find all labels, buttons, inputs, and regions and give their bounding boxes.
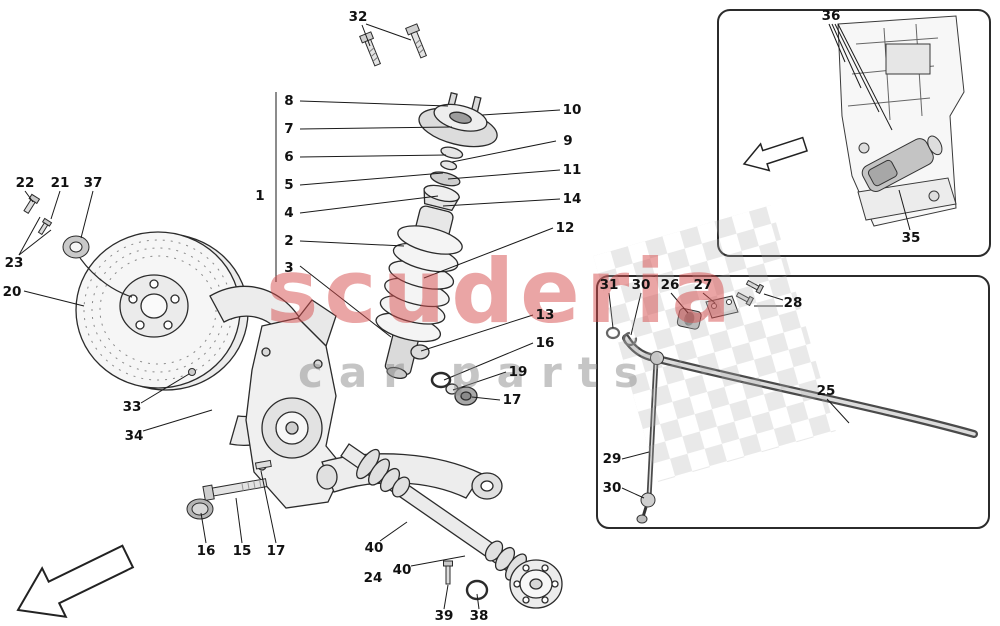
flange-fasteners <box>443 560 489 601</box>
lower-mount-washers <box>410 344 478 406</box>
shock-absorber <box>375 91 498 380</box>
arm-bolt-parts <box>186 459 272 520</box>
inset-arrow <box>742 136 808 172</box>
anti-roll-bar-assembly <box>605 279 978 524</box>
inset-box-anti-roll-bar <box>596 275 990 529</box>
direction-arrow <box>16 544 135 618</box>
sensor-fasteners <box>23 193 133 298</box>
chassis-detail <box>742 15 965 227</box>
coil-spring <box>375 225 463 343</box>
driveshaft <box>340 443 563 609</box>
leader-lines <box>18 23 911 610</box>
